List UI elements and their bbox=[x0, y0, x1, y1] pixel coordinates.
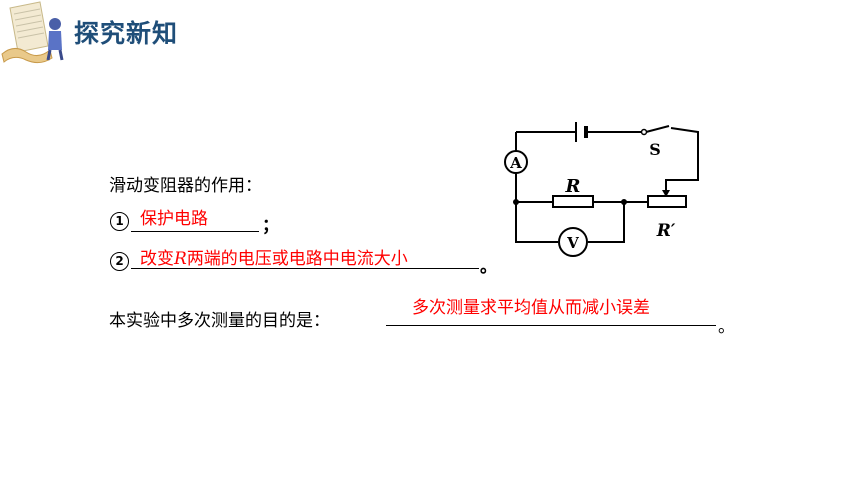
resistor-symbol bbox=[552, 195, 594, 208]
item2-marker: 2 bbox=[110, 250, 129, 271]
purpose-answer: 多次测量求平均值从而减小误差 bbox=[412, 298, 650, 318]
question-label: 滑动变阻器的作用： bbox=[109, 176, 262, 196]
page-title: 探究新知 bbox=[74, 19, 179, 48]
junction-right bbox=[621, 199, 627, 205]
switch-contact-left bbox=[640, 128, 648, 136]
wire-left-bottom bbox=[515, 173, 558, 243]
voltmeter-symbol bbox=[558, 227, 588, 257]
purpose-label: 本实验中多次测量的目的是： bbox=[109, 311, 330, 331]
item2-answer-variable: R bbox=[174, 249, 187, 269]
rheostat-slider-arrow bbox=[662, 190, 670, 197]
junction-left bbox=[513, 199, 519, 205]
wire-voltmeter-right bbox=[588, 202, 625, 243]
purpose-tail: 。 bbox=[718, 317, 735, 337]
item1-answer: 保护电路 bbox=[140, 209, 208, 229]
scroll-figure-icon bbox=[1, 1, 64, 64]
item1-blank bbox=[131, 231, 259, 232]
switch-label: S bbox=[649, 140, 661, 159]
ammeter-symbol bbox=[504, 150, 528, 174]
purpose-blank bbox=[386, 325, 716, 326]
wire-right bbox=[665, 127, 699, 192]
ammeter-label: A bbox=[509, 154, 522, 172]
voltmeter-label: V bbox=[566, 234, 579, 252]
item2-answer: 改变R两端的电压或电路中电流大小 bbox=[140, 249, 408, 269]
item1-tail: ； bbox=[262, 216, 279, 236]
resistor-label: R bbox=[565, 176, 581, 197]
rheostat-label: R′ bbox=[656, 221, 676, 241]
item2-tail: 。 bbox=[480, 257, 497, 277]
item2-blank bbox=[131, 268, 479, 269]
rheostat-symbol bbox=[647, 195, 687, 208]
item1-marker: 1 bbox=[110, 210, 129, 231]
switch-blade bbox=[645, 125, 670, 133]
circuit-diagram: A V S R R′ bbox=[504, 122, 699, 257]
